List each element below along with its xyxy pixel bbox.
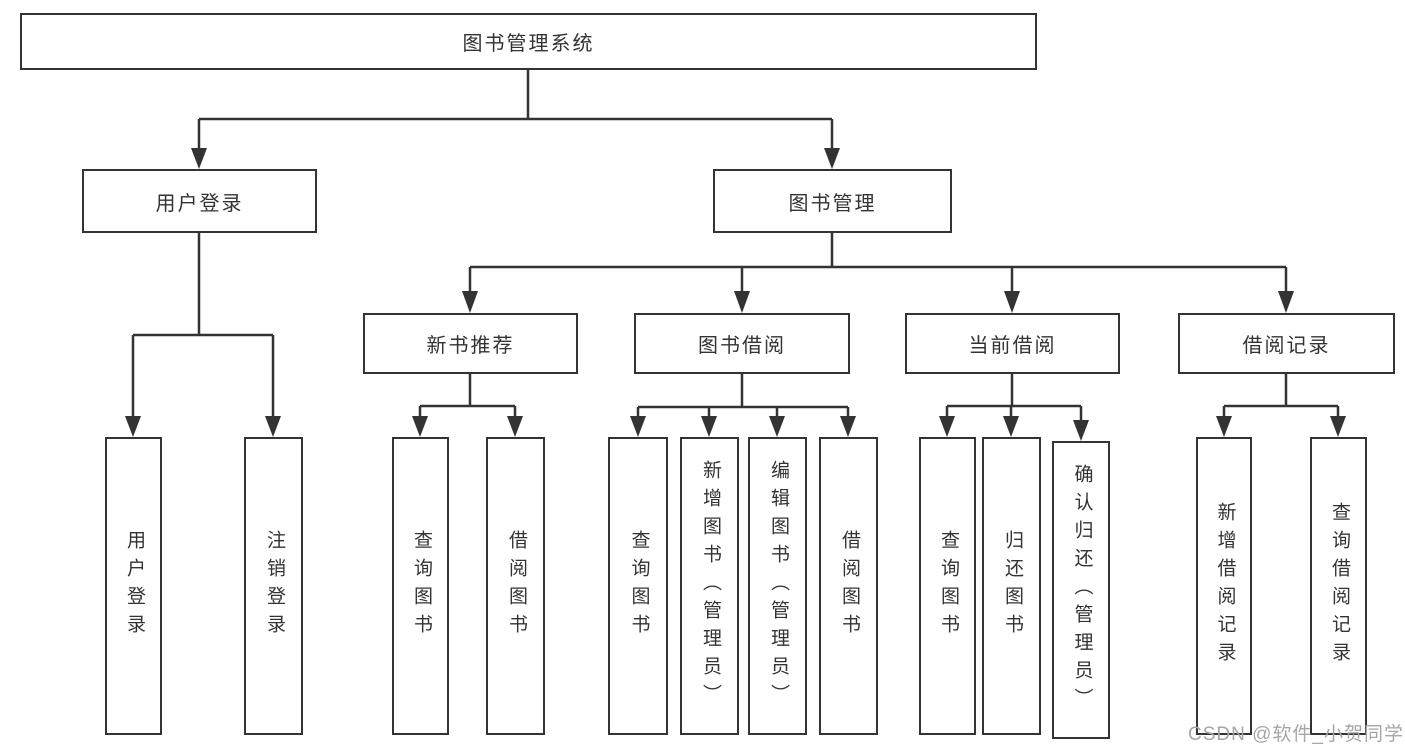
- node-user-login-label: 用户登录: [155, 192, 244, 215]
- node-book-borrowing: 图书借阅: [634, 313, 850, 374]
- leaf-return-books: 归还图书: [982, 437, 1041, 735]
- leaf-confirm-return-admin: 确认归还（管理员）: [1052, 441, 1110, 739]
- node-user-login: 用户登录: [82, 169, 317, 233]
- node-current-borrowing-label: 当前借阅: [968, 335, 1057, 357]
- leaf-logout: 注销登录: [244, 437, 303, 735]
- leaf-add-books-admin: 新增图书（管理员）: [680, 437, 739, 735]
- node-borrowing-records: 借阅记录: [1178, 313, 1395, 374]
- node-current-borrowing: 当前借阅: [905, 313, 1120, 374]
- leaf-borrow-books-2: 借阅图书: [819, 437, 878, 735]
- leaf-borrow-books-1: 借阅图书: [486, 437, 545, 735]
- leaf-edit-books-admin: 编辑图书（管理员）: [748, 437, 807, 735]
- node-book-borrowing-label: 图书借阅: [698, 335, 786, 357]
- node-library-system-label: 图书管理系统: [462, 33, 595, 55]
- node-book-management: 图书管理: [713, 169, 952, 233]
- node-library-system: 图书管理系统: [20, 13, 1037, 70]
- leaf-query-borrow-record: 查询借阅记录: [1310, 437, 1367, 735]
- leaf-query-books-2: 查询图书: [608, 437, 668, 735]
- leaf-query-books-3: 查询图书: [919, 437, 976, 735]
- leaf-query-books-1: 查询图书: [392, 437, 449, 735]
- watermark-csdn: CSDN @软件_小贺同学: [1188, 724, 1404, 745]
- node-new-book-recommend-label: 新书推荐: [426, 335, 515, 357]
- node-new-book-recommend: 新书推荐: [363, 313, 578, 374]
- node-book-management-label: 图书管理: [788, 192, 877, 215]
- node-borrowing-records-label: 借阅记录: [1242, 335, 1331, 357]
- leaf-user-login: 用户登录: [105, 437, 162, 735]
- leaf-add-borrow-record: 新增借阅记录: [1196, 437, 1252, 735]
